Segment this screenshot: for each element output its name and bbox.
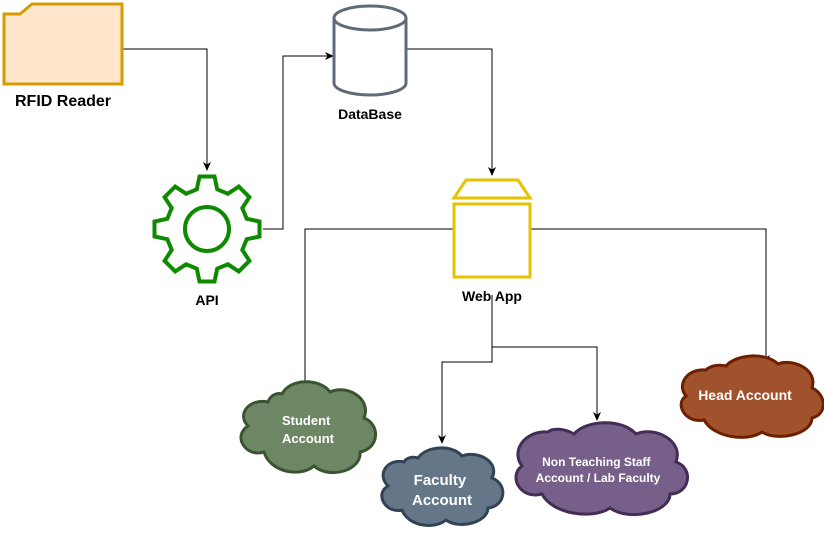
database-cylinder-icon [332, 18, 408, 97]
faculty-account-node: Faculty Account [380, 446, 505, 527]
edge-api-to-database [263, 52, 334, 230]
student-account-node: Student Account [239, 380, 377, 475]
edge-database-to-webapp [406, 48, 496, 176]
head-account-label: Head Account [698, 387, 792, 403]
head-account-cloud [679, 354, 824, 439]
database-cylinder-top [332, 4, 408, 32]
connectors [122, 48, 770, 444]
api-node: API [152, 174, 262, 308]
web-app-label: Web App [462, 288, 522, 304]
non-teaching-account-node: Non Teaching Staff Account / Lab Faculty [514, 421, 689, 517]
faculty-account-cloud [380, 446, 505, 527]
web-app-lid [451, 178, 533, 200]
rfid-reader-label: RFID Reader [15, 93, 111, 110]
faculty-account-label: Faculty Account [412, 472, 472, 509]
rfid-card-icon [2, 2, 124, 86]
head-account-node: Head Account [679, 354, 824, 439]
edge-rfid-to-api [122, 48, 211, 171]
rfid-reader-node: RFID Reader [2, 2, 124, 110]
student-account-cloud [239, 380, 377, 475]
edge-webapp-to-faculty [438, 295, 493, 444]
edge-webapp-to-nonteaching [492, 346, 601, 421]
gear-hole [183, 205, 231, 253]
non-teaching-account-label: Non Teaching Staff Account / Lab Faculty [536, 455, 661, 485]
student-account-label: Student Account [282, 413, 335, 446]
web-app-box-icon [452, 202, 532, 279]
database-node: DataBase [332, 4, 408, 122]
edge-webapp-to-head [531, 228, 770, 364]
non-teaching-account-cloud [514, 421, 689, 517]
edge-webapp-to-student [301, 228, 453, 389]
web-app-node: Web App [451, 178, 533, 304]
api-label: API [195, 292, 218, 308]
database-label: DataBase [338, 106, 402, 122]
